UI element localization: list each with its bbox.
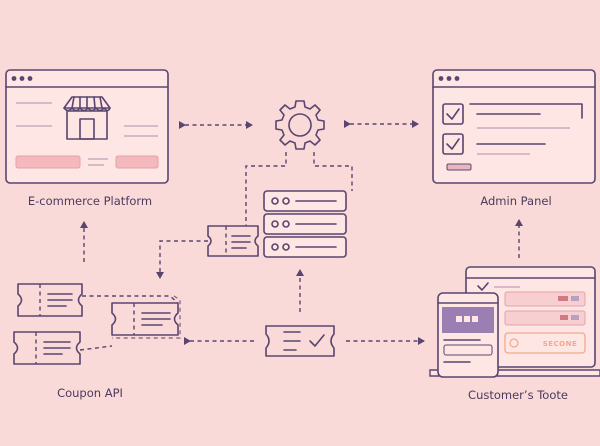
- ticket-icon: [207, 225, 259, 257]
- window-dot: [27, 76, 33, 81]
- window-dot: [454, 76, 460, 81]
- admin-label: Admin Panel: [480, 194, 551, 208]
- window-dot: [19, 76, 25, 81]
- gear-icon: [275, 100, 325, 150]
- window-dot: [438, 76, 444, 81]
- ecommerce-window: [5, 69, 169, 184]
- server-icon: [263, 190, 347, 258]
- ecommerce-label: E-commerce Platform: [28, 194, 152, 208]
- check-icon: [446, 138, 460, 150]
- window-dot: [446, 76, 452, 81]
- admin-window: [432, 69, 596, 184]
- shop-icon: [63, 96, 111, 140]
- check-icon: [446, 108, 460, 120]
- window-dot: [11, 76, 17, 81]
- checkbox-icon: [442, 103, 464, 125]
- coupon-api-label: Coupon API: [57, 386, 123, 400]
- coupon-button-label: SECONE: [543, 340, 578, 348]
- ticket-icon: [17, 283, 83, 317]
- customer-label: Customer’s Toote: [468, 388, 568, 402]
- ticket-icon: [111, 302, 179, 336]
- checkbox-icon: [442, 133, 464, 155]
- customer-phone: [437, 292, 499, 378]
- coupon-button[interactable]: [504, 332, 586, 354]
- arrow-server-coupons: [156, 240, 208, 279]
- ticket-icon: [13, 331, 81, 365]
- check-icon: [309, 334, 325, 347]
- ticket-icon: [265, 325, 335, 357]
